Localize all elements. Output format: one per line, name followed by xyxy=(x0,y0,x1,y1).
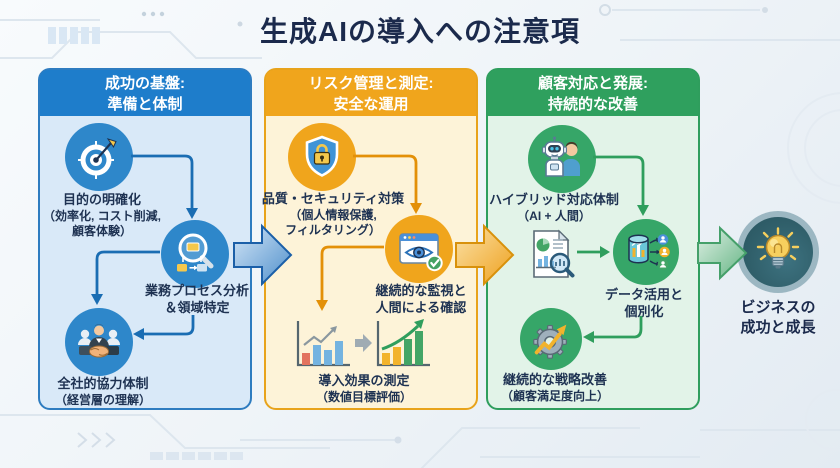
strategy-improvement-label: 継続的な戦略改善 （顧客満足度向上） xyxy=(500,372,610,403)
measurement-label: 導入効果の測定 （数値目標評価） xyxy=(315,373,413,404)
panel-header-line: 準備と体制 xyxy=(107,96,183,114)
result-node xyxy=(743,217,813,287)
target-icon xyxy=(78,138,117,179)
security-label: 品質・セキュリティ対策 （個人情報保護, フィルタリング） xyxy=(261,191,405,238)
hybrid-support-node xyxy=(528,125,596,193)
page-title: 生成AIの導入への注意項 xyxy=(259,16,580,47)
goal-label: 目的の明確化 （効率化, コスト削減, 顧客体験） xyxy=(42,192,162,239)
panel-risk: リスク管理と測定: 安全な運用 品質・セキュリティ対策 （個人情報保護, フィル… xyxy=(261,68,478,410)
cooperation-label: 全社的協力体制 （経営層の理解） xyxy=(54,376,152,407)
panel-foundation-header: 成功の基盤: 準備と体制 xyxy=(40,70,250,116)
panel-header-line: リスク管理と測定: xyxy=(308,75,434,92)
robot-human-icon xyxy=(542,136,580,177)
monitoring-label: 継続的な監視と 人間による確認 xyxy=(375,283,467,315)
panel-foundation: 成功の基盤: 準備と体制 目的の明確化 （効率化, コスト削減, 顧客体験） xyxy=(38,68,252,410)
handshake-icon xyxy=(78,324,120,358)
gear-growth-icon xyxy=(533,324,567,359)
monitoring-eye-icon xyxy=(399,233,443,272)
panel-header-line: 顧客対応と発展: xyxy=(538,75,648,92)
shield-lock-icon xyxy=(305,135,339,177)
security-node xyxy=(288,123,356,191)
panel-customer: 顧客対応と発展: 持続的な改善 ハイブリッド対応体制 （AI xyxy=(486,68,700,410)
process-analysis-label: 業務プロセス分析 ＆領域特定 xyxy=(144,283,250,315)
cooperation-node xyxy=(65,308,133,376)
monitoring-node xyxy=(385,215,453,283)
panel-header-line: 成功の基盤: xyxy=(105,75,185,92)
before-after-charts-icon xyxy=(296,319,430,367)
panel-risk-header: リスク管理と測定: 安全な運用 xyxy=(266,70,476,116)
panel-customer-header: 顧客対応と発展: 持続的な改善 xyxy=(488,70,698,116)
result-label: ビジネスの 成功と成長 xyxy=(740,299,816,337)
report-analysis-icon xyxy=(533,229,575,278)
data-personalization-label: データ活用と 個別化 xyxy=(604,287,684,319)
lightbulb-icon xyxy=(756,227,800,269)
process-analysis-icon xyxy=(177,233,214,272)
process-analysis-node xyxy=(161,220,229,288)
data-personalization-node xyxy=(613,219,679,285)
panel-header-line: 安全な運用 xyxy=(333,96,409,114)
strategy-improvement-node xyxy=(520,308,582,370)
hybrid-support-label: ハイブリッド対応体制 （AI + 人間） xyxy=(489,192,619,223)
panel-header-line: 持続的な改善 xyxy=(547,96,638,114)
data-personalization-icon xyxy=(628,234,670,270)
goal-node xyxy=(65,123,133,191)
